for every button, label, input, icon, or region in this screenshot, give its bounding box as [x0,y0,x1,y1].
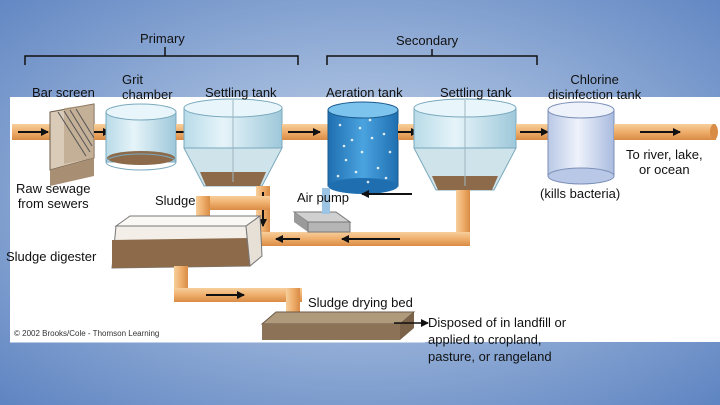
disposal-label-line1: Disposed of in landfill or [428,315,567,330]
pipe-drying-bed-down [286,288,300,318]
chlorine-disinfection-tank [547,101,615,185]
aeration-tank [327,101,399,194]
grit-chamber-label-line2: chamber [122,87,173,102]
return-sludge-pipe-vertical [456,190,470,244]
outflow-label: To river, lake, or ocean [626,147,703,177]
copyright-label: © 2002 Brooks/Cole - Thomson Learning [14,329,160,338]
sludge-drying-bed-label: Sludge drying bed [308,295,413,310]
settling-tank-2-label: Settling tank [440,85,512,100]
chlorine-tank-label-line2: disinfection tank [548,87,642,102]
sludge-digester [111,215,263,269]
grit-chamber-label-line1: Grit [122,72,143,87]
primary-label: Primary [140,31,185,46]
raw-sewage-label: Raw sewage from sewers [16,181,90,211]
chlorine-tank-label: Chlorine disinfection tank [548,72,641,102]
sludge-digester-label: Sludge digester [6,249,97,264]
settling-tank-1 [183,98,283,187]
air-pump [292,188,352,233]
air-pump-label: Air pump [297,190,350,205]
grit-chamber-label: Grit chamber [122,72,173,102]
sludge-drying-bed [260,311,416,340]
outflow-label-line1: To river, lake, [626,147,703,162]
bar-screen-label: Bar screen [32,85,95,100]
sludge-label: Sludge [155,193,196,208]
aeration-tank-label: Aeration tank [326,85,403,100]
pipe-to-digester [196,196,270,210]
disposal-label-line2: applied to cropland, [428,332,542,347]
settling-tank-1-label: Settling tank [205,85,277,100]
outflow-label-line2: or ocean [639,162,690,177]
chlorine-tank-label-line1: Chlorine [570,72,619,87]
secondary-bracket [326,49,538,65]
kills-bacteria-label: (kills bacteria) [540,186,621,201]
raw-sewage-label-line1: Raw sewage [16,181,91,196]
settling-tank-2 [413,98,517,191]
grit-chamber [105,103,177,171]
raw-sewage-label-line2: from sewers [17,196,89,211]
disposal-label: Disposed of in landfill or applied to cr… [428,314,566,365]
outflow-pipe-end [710,124,718,140]
primary-bracket [24,47,299,65]
bar-screen [49,103,95,186]
secondary-label: Secondary [396,33,459,48]
disposal-label-line3: pasture, or rangeland [428,349,552,364]
